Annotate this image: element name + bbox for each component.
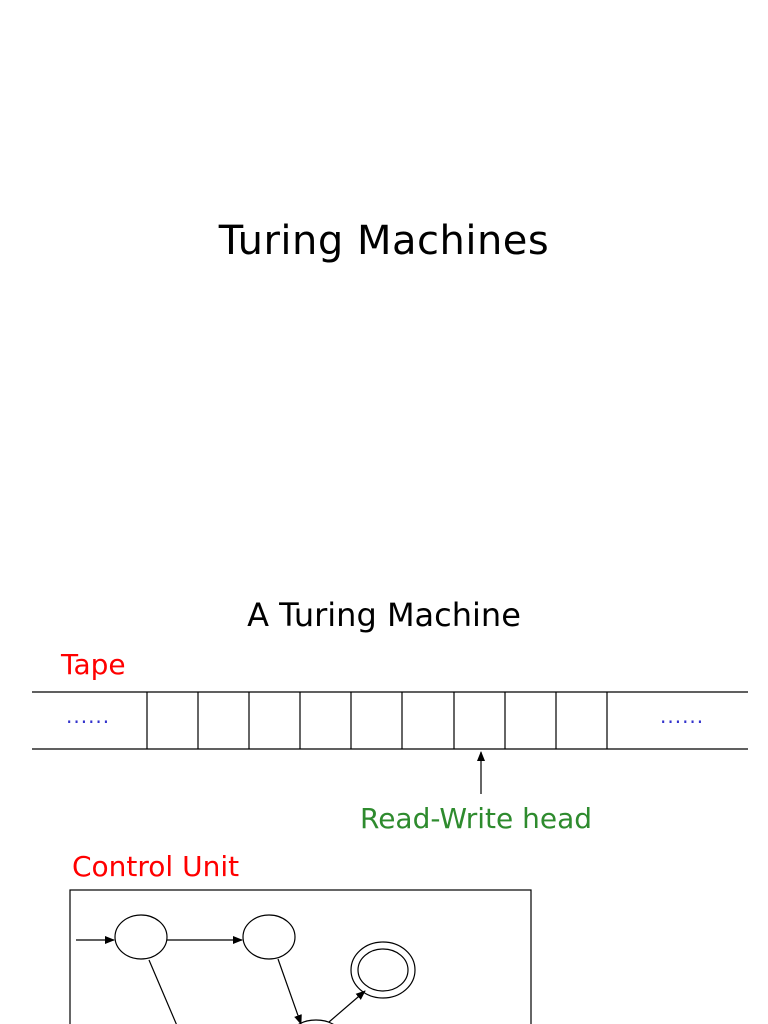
read-write-head-label: Read-Write head	[360, 802, 593, 835]
state-bottom	[298, 1019, 334, 1024]
state-start	[114, 914, 168, 960]
state-accept-outer	[350, 941, 416, 999]
transition-bottom-to-accept	[328, 990, 366, 1023]
control-unit-label: Control Unit	[72, 850, 240, 883]
slide-turing-machine: A Turing Machine Tape	[0, 576, 768, 1024]
state-accept-inner	[357, 948, 409, 992]
tape-dots-left: ......	[66, 704, 111, 728]
tape-cells	[146, 692, 608, 749]
transition-middle-to-bottom	[277, 958, 302, 1024]
turing-machine-diagram	[32, 691, 748, 1024]
state-middle	[242, 914, 296, 960]
transition-start-down	[148, 959, 177, 1024]
slide-1-title: Turing Machines	[218, 218, 550, 264]
tape-label: Tape	[61, 648, 126, 681]
tape-dots-right: ......	[660, 704, 705, 728]
slide-title: Turing Machines	[218, 218, 550, 264]
slide-2-title: A Turing Machine	[247, 596, 521, 634]
control-unit-box	[69, 889, 532, 1024]
